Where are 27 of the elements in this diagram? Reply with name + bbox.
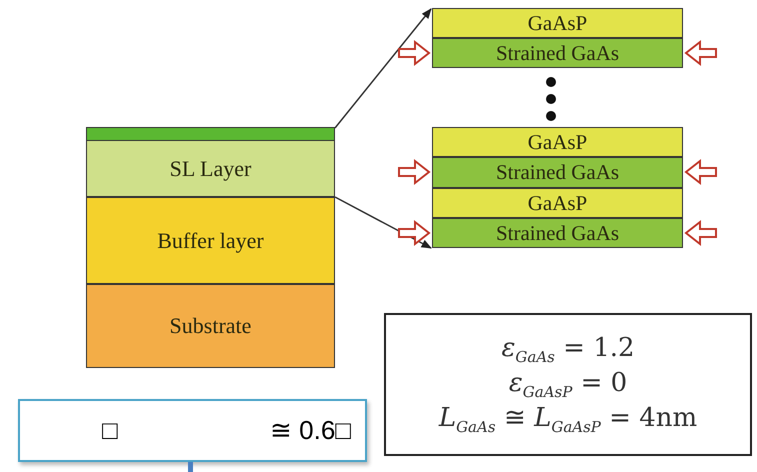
layer-label: Substrate [170, 313, 252, 339]
arrow [334, 8, 432, 128]
layer-box [432, 127, 683, 157]
layer-box [432, 188, 683, 218]
layer-label: Buffer layer [157, 228, 264, 254]
layer-box [432, 157, 683, 188]
layer-box [432, 218, 683, 248]
layer-label: Strained GaAs [496, 160, 620, 185]
layer-label: GaAsP [528, 190, 588, 216]
layer-label: SL Layer [170, 156, 252, 182]
layer-box [86, 197, 335, 284]
formula-box [384, 313, 752, 456]
note-box [18, 399, 367, 462]
layer-box [432, 38, 683, 68]
layer-label: Strained GaAs [496, 40, 620, 66]
layer-label: GaAsP [528, 130, 588, 154]
layer-box [86, 284, 335, 368]
formula-text: L$_{GaAs}$ ≅ L$_{GaAsP}$ = 4nm [438, 402, 698, 437]
layer-box [86, 140, 335, 197]
layer-box [432, 8, 683, 38]
note-text: ≅ 0.6□ [270, 415, 351, 446]
formula-text: ε$_{GaAsP}$ = 0 [508, 367, 628, 402]
layer-label: Strained GaAs [496, 220, 620, 246]
note-text: □ [102, 415, 118, 446]
formula-text: ε$_{GaAs}$ = 1.2 [501, 332, 635, 368]
layer-label: GaAsP [528, 10, 588, 36]
layer-strip [86, 127, 335, 141]
